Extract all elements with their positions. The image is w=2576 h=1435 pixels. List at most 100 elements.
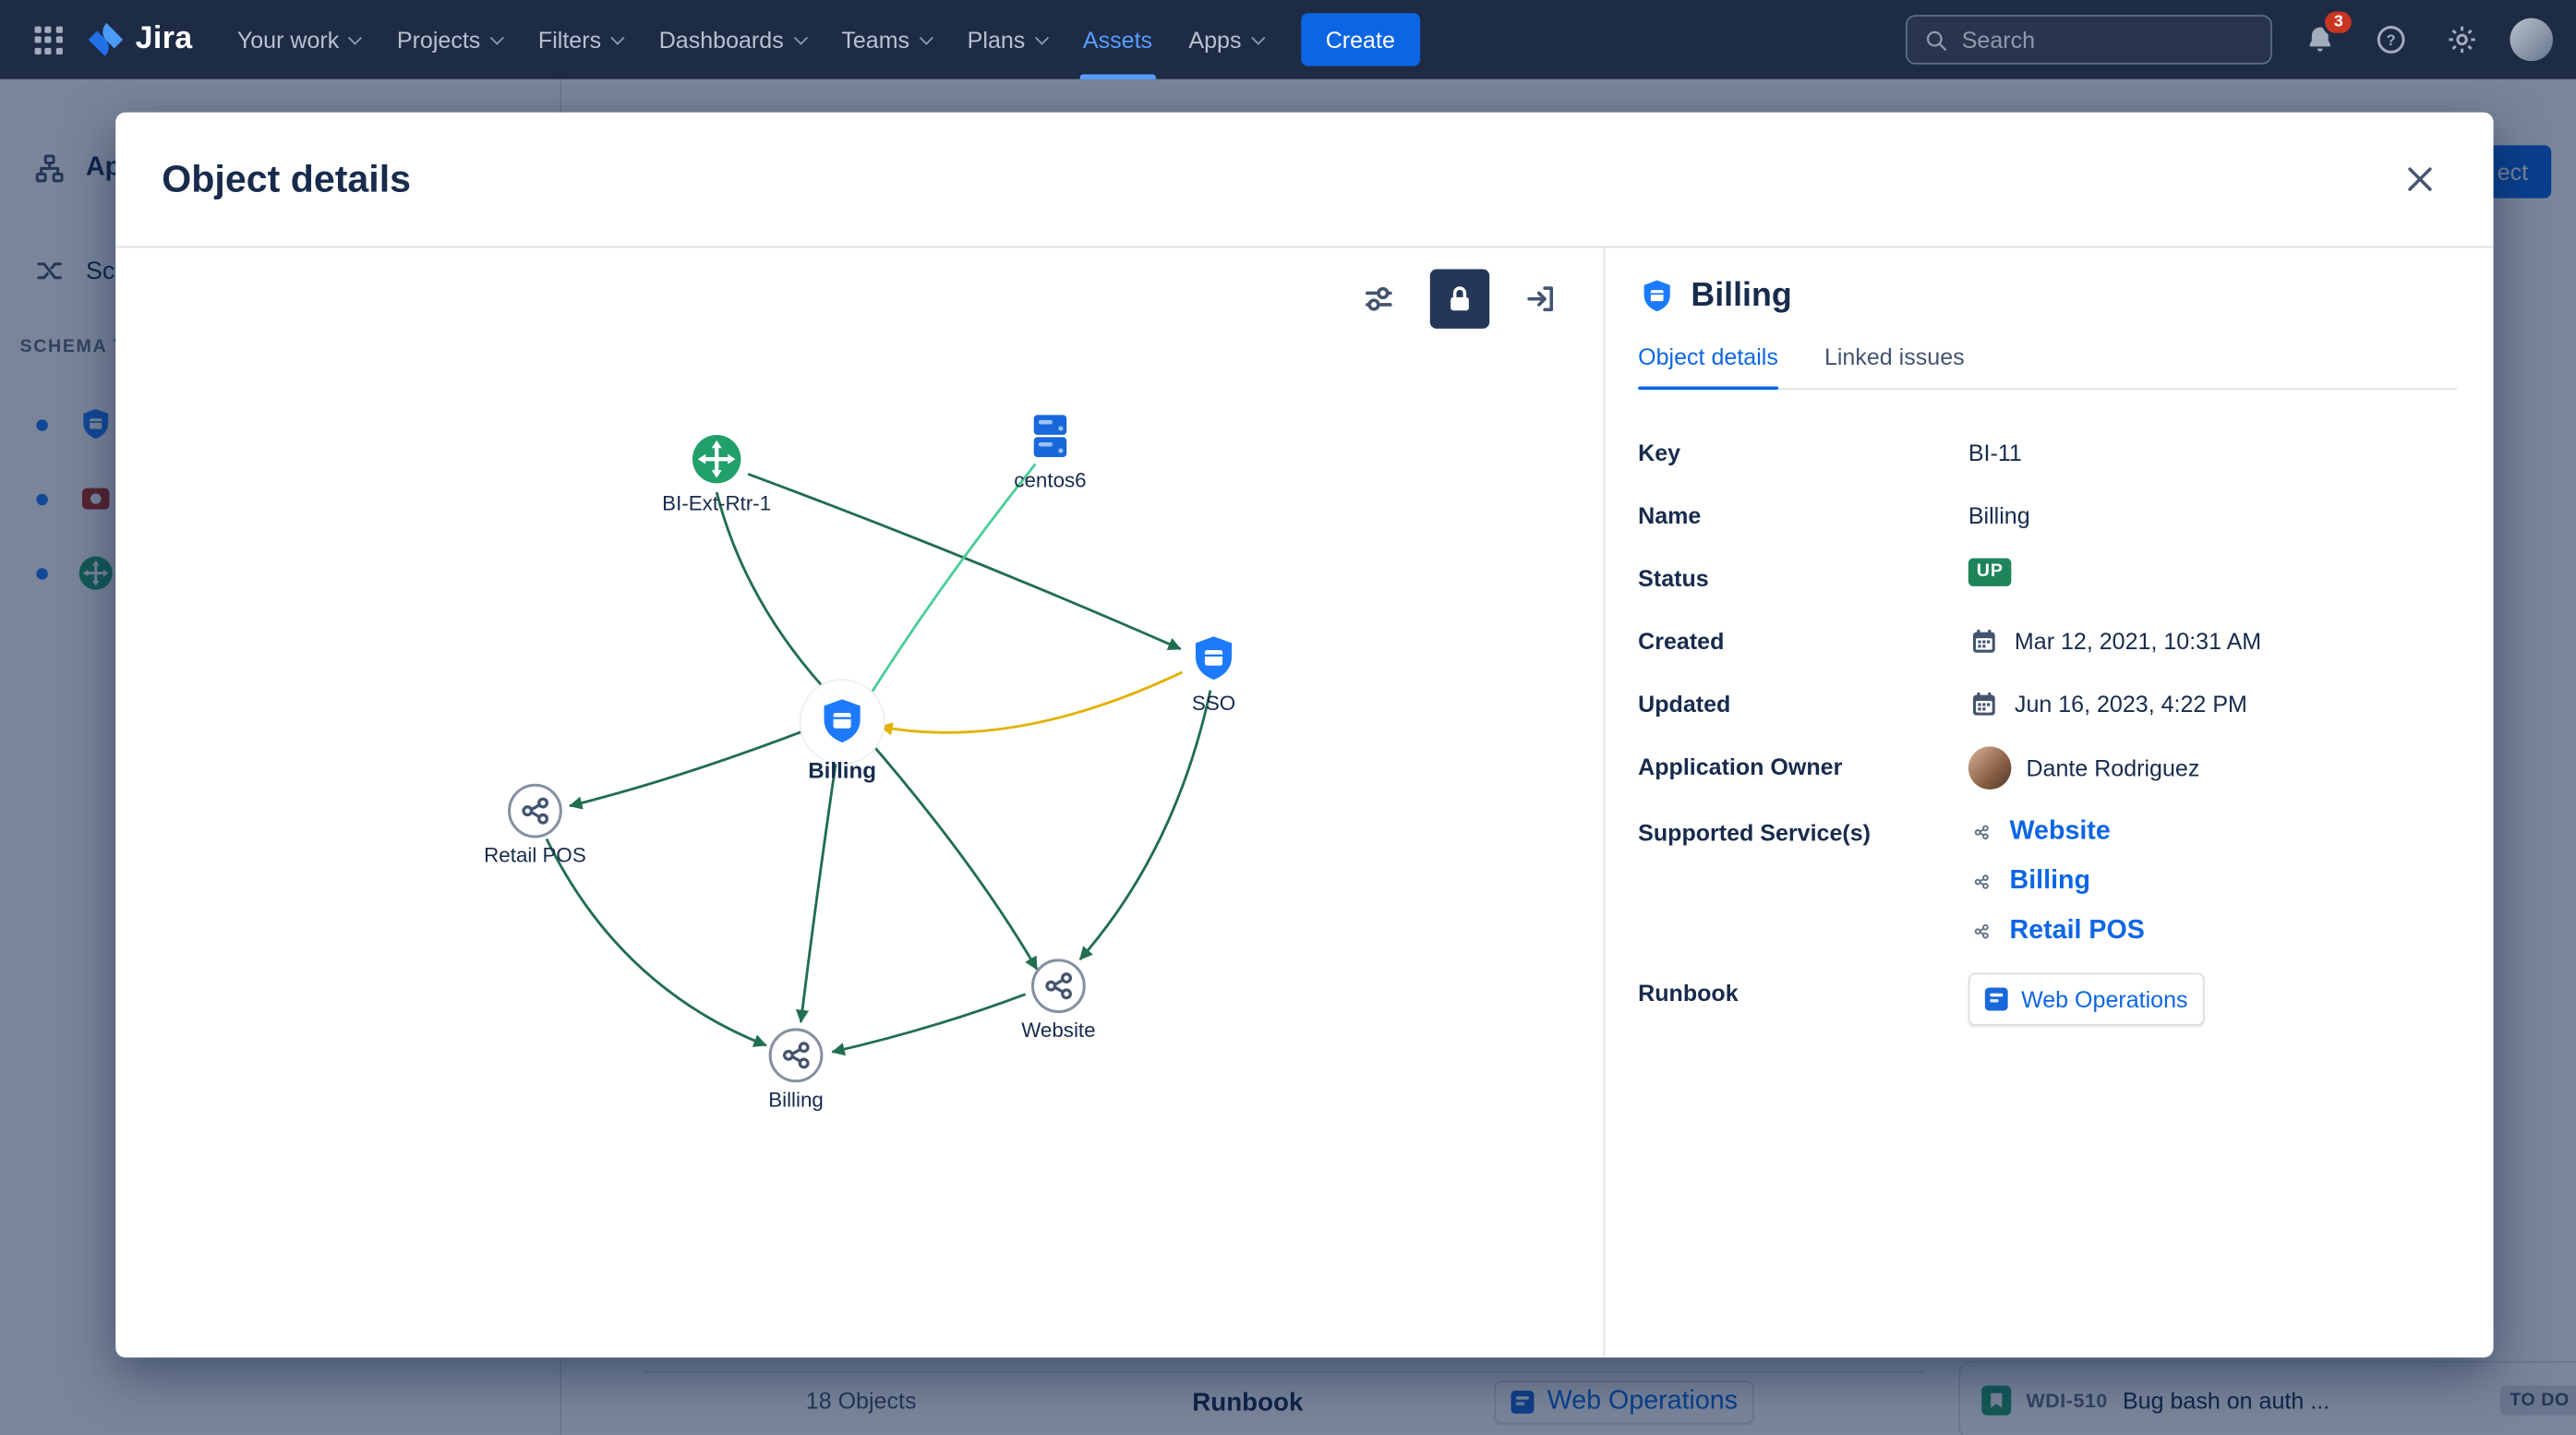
sliders-icon [1366, 286, 1392, 311]
server-icon [1033, 415, 1067, 457]
primary-nav: Your work Projects Filters Dashboards Te… [219, 0, 1281, 79]
shield-icon [1195, 636, 1233, 681]
settings-button[interactable] [2439, 17, 2486, 63]
modal-title: Object details [162, 156, 412, 200]
help-icon: ? [2377, 26, 2405, 54]
object-name: Billing [1691, 277, 1792, 314]
service-icon [1031, 959, 1086, 1014]
service-link-row: Retail POS [1968, 913, 2145, 949]
jira-logo[interactable]: Jira [86, 19, 193, 59]
field-label: Supported Service(s) [1638, 819, 1872, 846]
created-value: Mar 12, 2021, 10:31 AM [2014, 627, 2262, 655]
tab-object-details[interactable]: Object details [1638, 344, 1778, 391]
service-link-website[interactable]: Website [2009, 817, 2111, 846]
nav-plans[interactable]: Plans [949, 0, 1065, 79]
modal-header: Object details [115, 113, 2494, 248]
app-switcher-button[interactable] [23, 15, 73, 65]
graph-edge-website-billing-service [831, 993, 1027, 1056]
field-label: Application Owner [1638, 753, 1843, 780]
nav-projects[interactable]: Projects [379, 0, 520, 79]
calendar-icon [1968, 625, 2000, 657]
share-icon [1968, 819, 1995, 846]
shield-icon [1638, 277, 1676, 315]
service-icon [768, 1028, 824, 1083]
runbook-link[interactable]: Web Operations [2021, 985, 2188, 1013]
status-badge: UP [1968, 558, 2012, 586]
runbook-icon [1984, 987, 2008, 1011]
chevron-down-icon [348, 30, 363, 44]
chevron-down-icon [489, 30, 504, 44]
field-label: Status [1638, 564, 1709, 592]
close-button[interactable] [2391, 151, 2448, 208]
search-icon [1924, 28, 1949, 53]
service-link-billing[interactable]: Billing [2009, 866, 2090, 896]
nav-apps[interactable]: Apps [1171, 0, 1282, 79]
field-label: Runbook [1638, 979, 1739, 1007]
service-link-row: Website [1968, 814, 2145, 850]
graph-edge-billing-billing-service [795, 753, 839, 1023]
brand-name: Jira [135, 21, 193, 56]
service-links: Website Billing [1968, 813, 2145, 949]
nav-dashboards[interactable]: Dashboards [641, 0, 824, 79]
field-list: Key BI-11 Name Billing Status UP Created [1638, 433, 2457, 1026]
graph-edge-retail-pos-billing-service [545, 838, 767, 1047]
tab-linked-issues[interactable]: Linked issues [1824, 343, 1965, 370]
graph-node-label: SSO [1191, 692, 1236, 716]
service-link-row: Billing [1968, 863, 2145, 899]
graph-settings-button[interactable] [1349, 270, 1408, 329]
graph-node-label: Billing [768, 1088, 824, 1112]
graph-edge-centos6-billing [862, 463, 1037, 706]
field-runbook: Runbook Web Operations [1638, 972, 2457, 1026]
chevron-down-icon [610, 30, 625, 44]
lock-layout-button[interactable] [1429, 269, 1490, 329]
field-key: Key BI-11 [1638, 433, 2457, 473]
graph-node-label: centos6 [1014, 468, 1087, 492]
close-icon [2407, 167, 2431, 191]
field-updated: Updated Jun 16, 2023, 4:22 PM [1638, 683, 2457, 723]
calendar-icon [1968, 688, 2000, 719]
app-grid-icon [33, 25, 63, 54]
object-details-panel: Billing Object details Linked issues Key… [1603, 247, 2494, 1357]
nav-your-work[interactable]: Your work [219, 0, 379, 79]
runbook-chip[interactable]: Web Operations [1968, 972, 2205, 1026]
top-navigation: Jira Your work Projects Filters Dashboar… [0, 0, 2576, 79]
jira-mark-icon [86, 19, 126, 59]
search-input[interactable] [1961, 26, 2255, 54]
share-icon [1968, 918, 1995, 945]
field-value: BI-11 [1968, 439, 2022, 466]
field-label: Updated [1638, 690, 1731, 718]
field-label: Created [1638, 627, 1725, 655]
lock-icon [1451, 286, 1469, 311]
panel-header: Billing [1638, 277, 2457, 315]
share-icon [1968, 869, 1995, 896]
field-name: Name Billing [1638, 496, 2457, 536]
nav-assets[interactable]: Assets [1065, 0, 1170, 79]
global-search[interactable] [1905, 15, 2272, 65]
graph-edge-sso-website [1078, 690, 1212, 961]
svg-text:?: ? [2387, 32, 2396, 49]
field-supported-services: Supported Service(s) Website [1638, 813, 2457, 949]
service-link-retail-pos[interactable]: Retail POS [2009, 916, 2145, 945]
nav-filters[interactable]: Filters [520, 0, 641, 79]
service-icon [508, 783, 562, 838]
user-avatar[interactable] [2510, 18, 2553, 62]
gear-icon [2449, 26, 2475, 54]
panel-tabs: Object details Linked issues [1638, 343, 2458, 391]
nav-right-cluster: 3 ? [1905, 7, 2553, 65]
owner-avatar [1968, 746, 2012, 790]
exit-view-button[interactable] [1511, 270, 1570, 329]
field-value: Billing [1968, 501, 2030, 529]
updated-value: Jun 16, 2023, 4:22 PM [2014, 690, 2247, 718]
chevron-down-icon [919, 30, 933, 44]
graph-node-label: Billing [808, 757, 877, 783]
create-button[interactable]: Create [1300, 13, 1420, 66]
help-button[interactable]: ? [2368, 17, 2414, 63]
nav-teams[interactable]: Teams [824, 0, 949, 79]
owner-name: Dante Rodriguez [2026, 754, 2200, 781]
notifications-button[interactable]: 3 [2297, 7, 2355, 63]
